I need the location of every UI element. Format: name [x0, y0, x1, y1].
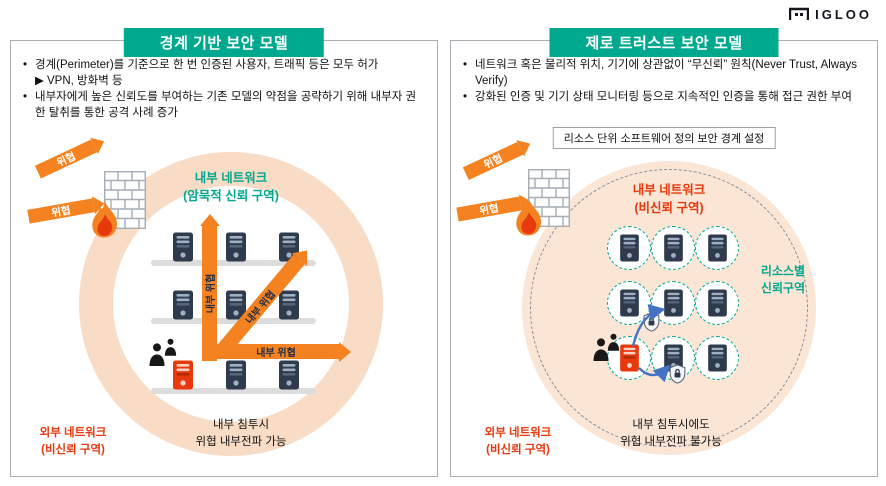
resource-zone-line: 리소스별: [760, 264, 806, 278]
zero-trust-bullet-list: • 네트워크 혹은 물리적 위치, 기기에 상관없이 “무신뢰” 원칙(Neve…: [463, 58, 865, 106]
external-threat-arrow: 위협: [27, 198, 95, 224]
internal-network-title: 내부 네트워크: [632, 183, 706, 197]
panel-title-perimeter: 경계 기반 보안 모델: [123, 28, 325, 57]
threat-label: 위협: [50, 203, 72, 220]
internal-network-title: 내부 네트워크: [194, 171, 268, 185]
external-threat-arrow: 위협: [34, 139, 98, 179]
bullet-text: VPN, 방화벽 등: [47, 74, 123, 87]
panel-title-zero-trust: 제로 트러스트 보안 모델: [549, 28, 779, 57]
caption-line: 위협 내부전파 가능: [195, 435, 287, 448]
external-network-label: 외부 네트워크 (비신뢰 구역): [23, 425, 123, 458]
bullet-marker: •: [23, 59, 28, 71]
internal-threat-label: 내부 위협: [206, 273, 217, 314]
caption-line: 내부 침투시: [212, 419, 270, 431]
zero-trust-diagram: 리소스 단위 소프트웨어 정의 보안 경계 설정 내부 네트워크 (비신뢰 구역…: [451, 41, 877, 476]
internal-network-subtitle: (암묵적 신뢰 구역): [183, 189, 279, 204]
external-network-subtitle: (비신뢰 구역): [41, 443, 105, 456]
internal-network-label: 내부 네트워크 (비신뢰 구역): [569, 181, 769, 217]
compromised-server-icon: [172, 360, 194, 390]
server-icon: [707, 234, 728, 262]
sdp-boundary-label: 리소스 단위 소프트웨어 정의 보안 경계 설정: [552, 127, 776, 149]
server-shelf: [151, 260, 316, 266]
server-icon: [225, 360, 247, 390]
threat-label: 위협: [481, 151, 505, 171]
server-shelf: [151, 318, 316, 324]
caption-line: 위협 내부전파 불가능: [620, 435, 722, 448]
internal-threat-label: 내부 위협: [256, 348, 296, 359]
external-network-title: 외부 네트워크: [39, 427, 107, 439]
resource-trust-circle: [607, 226, 651, 270]
server-shelf: [151, 388, 316, 394]
attacker-icon: [163, 338, 178, 357]
penetration-caption: 내부 침투시 위협 내부전파 가능: [161, 417, 321, 450]
panel-zero-trust-model: 제로 트러스트 보안 모델 • 네트워크 혹은 물리적 위치, 기기에 상관없이…: [450, 28, 878, 477]
server-icon: [172, 232, 194, 262]
bullet-marker: •: [23, 90, 28, 103]
resource-trust-circle: [695, 336, 739, 380]
bullet-item: • 내부자에게 높은 신뢰도를 부여하는 기존 모델의 약점을 공략하기 위해 …: [23, 90, 425, 122]
bullet-marker: •: [463, 90, 468, 103]
perimeter-diagram: 내부 네트워크 (암묵적 신뢰 구역) 내부 위협: [11, 41, 437, 476]
bullet-text: 경계(Perimeter)를 기준으로 한 번 인증된 사용자, 트래픽 등은 …: [35, 59, 379, 71]
external-network-subtitle: (비신뢰 구역): [486, 443, 550, 456]
resource-trust-zone-label: 리소스별 신뢰구역: [747, 263, 819, 298]
panel-perimeter-model: 경계 기반 보안 모델 • 경계(Perimeter)를 기준으로 한 번 인증…: [10, 28, 438, 477]
bullet-text: 네트워크 혹은 물리적 위치, 기기에 상관없이 “무신뢰” 원칙(Never …: [475, 59, 858, 87]
external-network-label: 외부 네트워크 (비신뢰 구역): [466, 425, 570, 458]
bullet-text: 내부자에게 높은 신뢰도를 부여하는 기존 모델의 약점을 공략하기 위해 내부…: [35, 90, 417, 119]
bullet-item: ▶ VPN, 방화벽 등: [23, 74, 425, 90]
blocked-spread-arrows: [631, 304, 671, 383]
perimeter-bullet-list: • 경계(Perimeter)를 기준으로 한 번 인증된 사용자, 트래픽 등…: [23, 58, 425, 121]
fire-icon: [87, 199, 123, 241]
bullet-item: • 강화된 인증 및 기기 상태 모니터링 등으로 지속적인 인증을 통해 접근…: [463, 90, 865, 106]
server-icon: [619, 234, 640, 262]
resource-trust-circle: [695, 226, 739, 270]
external-network-title: 외부 네트워크: [484, 427, 552, 439]
server-icon: [278, 360, 300, 390]
bullet-item: • 네트워크 혹은 물리적 위치, 기기에 상관없이 “무신뢰” 원칙(Neve…: [463, 58, 865, 90]
server-icon: [225, 232, 247, 262]
bullet-marker: ▶: [35, 74, 44, 87]
resource-trust-circle: [651, 226, 695, 270]
server-icon: [172, 290, 194, 320]
bullet-marker: •: [463, 59, 468, 71]
resource-zone-line: 신뢰구역: [760, 281, 806, 296]
caption-line: 내부 침투시에도: [632, 419, 710, 431]
server-icon: [663, 234, 684, 262]
threat-label: 위협: [54, 149, 78, 169]
internal-network-label: 내부 네트워크 (암묵적 신뢰 구역): [131, 169, 331, 205]
bullet-text: 강화된 인증 및 기기 상태 모니터링 등으로 지속적인 인증을 통해 접근 권…: [475, 90, 852, 103]
software-defined-perimeter-dashed: [530, 169, 808, 447]
internal-network-subtitle: (비신뢰 구역): [634, 201, 704, 216]
bullet-item: • 경계(Perimeter)를 기준으로 한 번 인증된 사용자, 트래픽 등…: [23, 58, 425, 74]
fire-icon: [511, 197, 547, 239]
resource-trust-circle: [695, 281, 739, 325]
igloo-logo: IGLOO: [789, 7, 872, 22]
penetration-caption: 내부 침투시에도 위협 내부전파 불가능: [585, 417, 757, 450]
external-threat-arrow: 위협: [462, 141, 524, 181]
threat-label: 위협: [478, 201, 500, 218]
igloo-logo-text: IGLOO: [815, 7, 872, 22]
internal-threat-arrow-up: 내부 위협: [202, 226, 217, 361]
igloo-logo-icon: [789, 7, 810, 20]
internal-threat-arrow-right: 내부 위협: [213, 344, 339, 359]
server-icon: [278, 290, 300, 320]
